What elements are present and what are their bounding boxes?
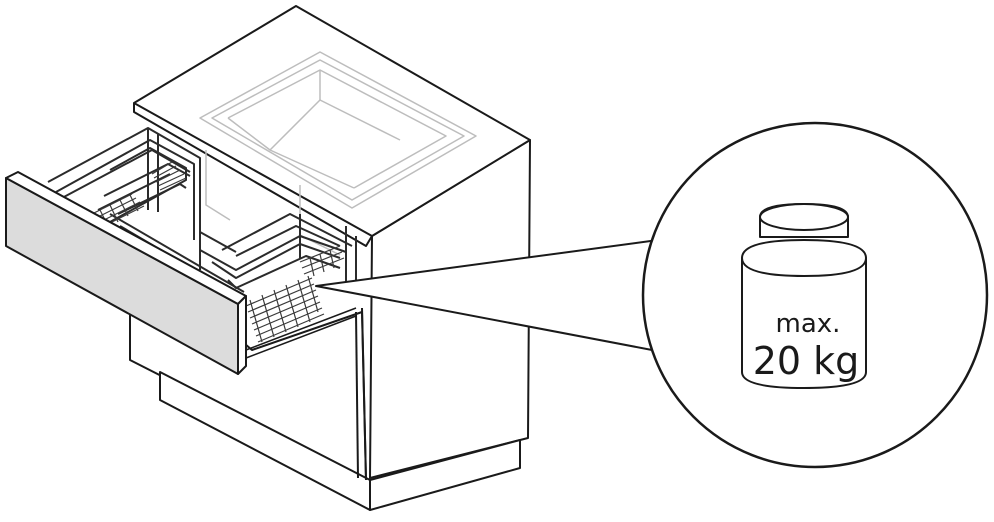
- drawer-runner: [245, 307, 357, 359]
- weight-label-max: max.: [776, 309, 841, 339]
- drawer-front: [5, 171, 247, 375]
- cabinet: [129, 5, 531, 511]
- sink-basin: [199, 51, 477, 209]
- weight-icon: [741, 203, 867, 389]
- basket-mesh: [91, 161, 345, 343]
- drawer-front-side: [237, 295, 247, 375]
- cabinet-top-edge: [133, 103, 373, 247]
- cabinet-plinth-side: [369, 439, 521, 511]
- cabinet-top: [133, 5, 531, 237]
- magnifier-callout: max. 20 kg: [641, 121, 989, 469]
- weight-label-value: 20 kg: [753, 339, 860, 383]
